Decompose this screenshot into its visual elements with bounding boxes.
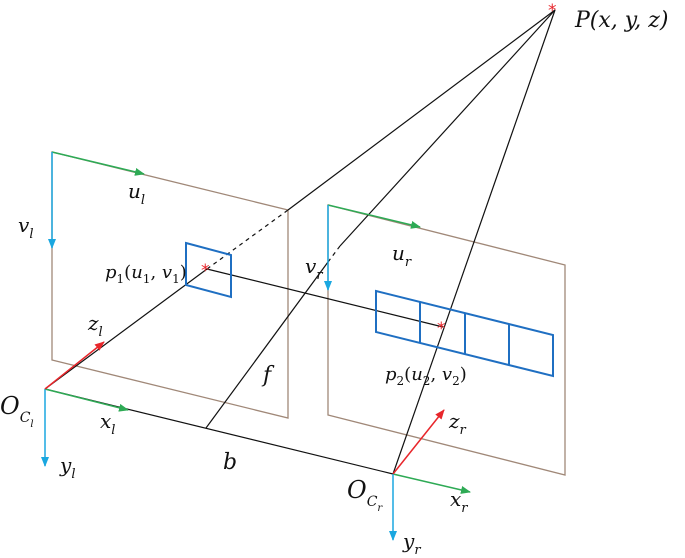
label-origin-left: OCl [0, 392, 34, 430]
right-image-plane [327, 204, 566, 476]
label-p1: p1(u1, v1) [105, 262, 187, 286]
label-baseline: b [223, 450, 237, 475]
label-v-left: vl [18, 213, 33, 242]
ray-dashed-left [206, 209, 289, 270]
label-u-right: ur [392, 241, 412, 270]
marker-P: * [548, 1, 557, 21]
ray-dashed-mid [327, 245, 341, 263]
label-point-P: P(x, y, z) [574, 8, 668, 33]
label-u-left: ul [128, 179, 145, 208]
label-y-left: yl [59, 453, 75, 482]
label-focal-length: f [261, 363, 275, 388]
axis-x-left [44, 388, 129, 412]
label-z-right: zr [448, 409, 467, 438]
left-image-plane [51, 151, 289, 419]
right-pixel-window [375, 289, 554, 378]
ray-p1-to-P [287, 9, 556, 211]
label-x-right: xr [450, 487, 468, 516]
label-y-right: yr [402, 529, 421, 558]
axis-u-right [327, 204, 421, 229]
axis-u-left [51, 151, 145, 176]
marker-p2: * [437, 319, 446, 339]
label-v-right: vr [305, 254, 323, 283]
left-pixel-box [185, 241, 232, 299]
ray-mid-to-P [339, 9, 556, 247]
ray-right-camera-to-P [392, 9, 556, 475]
label-z-left: zl [87, 311, 103, 340]
label-x-left: xl [100, 409, 115, 438]
marker-p1: * [201, 261, 210, 281]
label-p2: p2(u2, v2) [385, 364, 467, 388]
axis-z-right [392, 409, 445, 475]
ray-baseline-mid-to-plane [205, 261, 329, 429]
ray-left-camera-to-p1 [44, 268, 208, 390]
axis-z-left [44, 341, 105, 390]
epipolar-line [206, 268, 444, 328]
axis-x-right [392, 473, 471, 494]
label-origin-right: OCr [347, 476, 383, 514]
